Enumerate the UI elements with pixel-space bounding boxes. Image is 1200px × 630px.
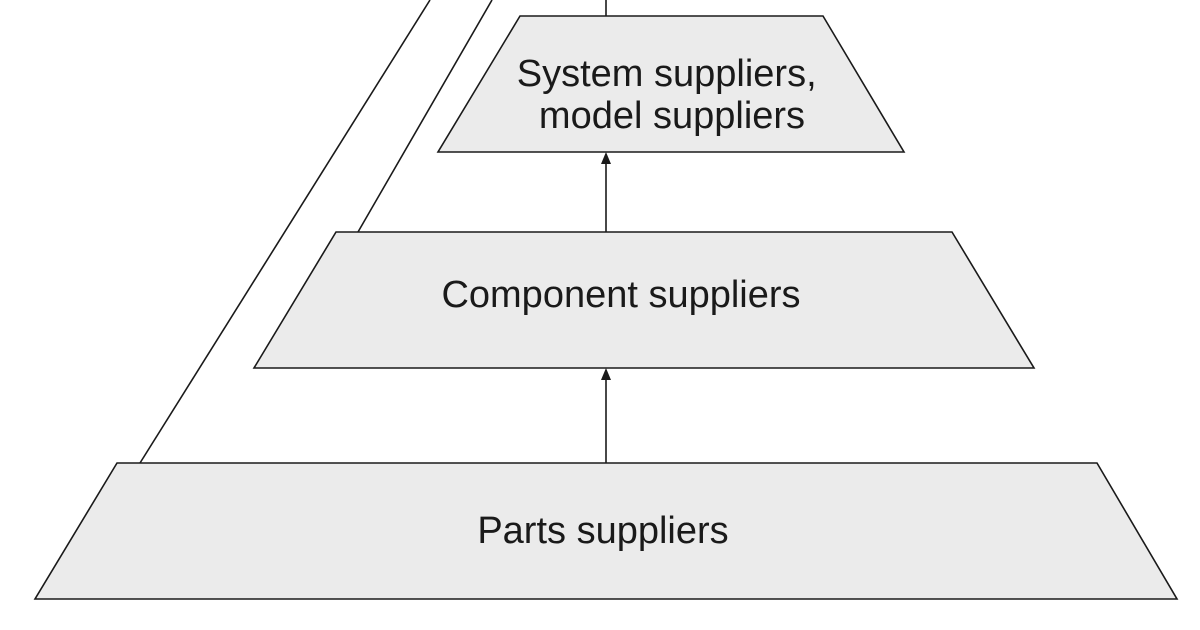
arrow-component-to-system: [601, 152, 611, 232]
tier-component-suppliers: Component suppliers: [252, 231, 1036, 369]
tier-component-shape: [252, 231, 1036, 369]
tier-component-label: Component suppliers: [441, 274, 800, 316]
arrow-parts-to-component-head: [601, 368, 611, 380]
tier-parts-shape: [33, 462, 1179, 600]
tier-system-label: System suppliers, model suppliers: [517, 53, 827, 137]
tier-parts-label-line-1: Parts suppliers: [477, 510, 728, 552]
tier-parts-label: Parts suppliers: [477, 510, 728, 552]
tier-system-suppliers: System suppliers, model suppliers: [436, 15, 906, 153]
arrow-component-to-system-head: [601, 152, 611, 164]
pyramid-outer-edge-line: [139, 0, 431, 464]
arrow-parts-to-component: [601, 368, 611, 463]
tier-system-shape: [436, 15, 906, 153]
tier-system-label-line-1: System suppliers,: [517, 53, 817, 95]
tier-parts-suppliers: Parts suppliers: [33, 462, 1179, 600]
tier-system-label-line-2: model suppliers: [539, 95, 805, 137]
tier-component-label-line-1: Component suppliers: [441, 274, 800, 316]
pyramid-inner-edge-line: [357, 0, 493, 233]
